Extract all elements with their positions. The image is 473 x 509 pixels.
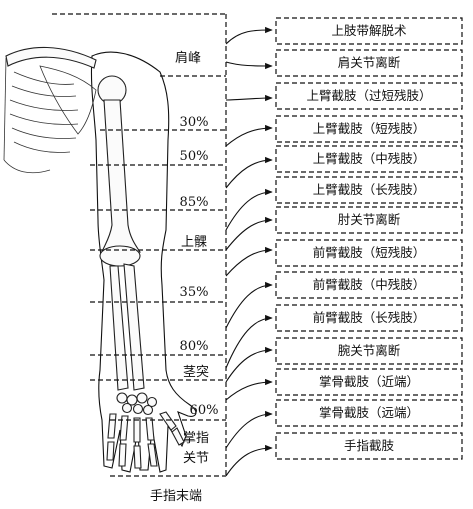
label-styloid: 茎突 <box>183 364 209 380</box>
label-epicondyle: 上髁 <box>181 235 207 250</box>
box-wrist-disarticulation: 腕关节离断 <box>338 343 401 358</box>
connectors <box>226 30 272 476</box>
arm-skeleton-illustration <box>4 47 196 472</box>
box-metacarpal-distal: 掌骨截肢（远端） <box>319 405 419 420</box>
box-forearm-long: 前臂截肢（长残肢） <box>313 310 426 325</box>
label-35pct: 35% <box>180 285 209 300</box>
label-fingertip: 手指末端 <box>150 489 202 504</box>
label-30pct: 30% <box>180 115 209 130</box>
box-forearm-medium: 前臂截肢（中残肢） <box>313 277 426 292</box>
label-mcp-line1: 掌指 <box>183 431 209 446</box>
carpal-bones <box>117 393 157 415</box>
box-upper-arm-medium: 上臂截肢（中残肢） <box>313 151 426 166</box>
box-shoulder-disarticulation: 肩关节离断 <box>338 55 401 70</box>
level-labels: 肩峰 30% 50% 85% 上髁 35% 80% 茎突 60% 掌指 关节 手… <box>150 50 218 504</box>
box-elbow-disarticulation: 肘关节离断 <box>338 212 401 227</box>
rib-cage <box>4 58 78 173</box>
elbow-joint <box>100 246 140 266</box>
box-shoulder-girdle-disarticulation: 上肢带解脱术 <box>331 23 407 38</box>
label-50pct: 50% <box>180 149 209 164</box>
level-boxes: 上肢带解脱术 肩关节离断 上臂截肢（过短残肢） 上臂截肢（短残肢） 上臂截肢（中… <box>276 18 462 459</box>
box-finger-amputation: 手指截肢 <box>344 438 395 453</box>
humerus <box>102 100 140 252</box>
label-mcp-line2: 关节 <box>183 451 209 466</box>
clavicle <box>6 47 96 68</box>
label-shoulder-peak: 肩峰 <box>175 50 201 66</box>
box-upper-arm-long: 上臂截肢（长残肢） <box>313 182 426 197</box>
label-80pct: 80% <box>180 339 209 354</box>
label-85pct: 85% <box>180 195 209 210</box>
box-upper-arm-short: 上臂截肢（短残肢） <box>313 121 426 136</box>
box-upper-arm-very-short: 上臂截肢（过短残肢） <box>306 88 431 103</box>
label-60pct: 60% <box>190 403 219 418</box>
box-forearm-short: 前臂截肢（短残肢） <box>313 245 426 260</box>
box-metacarpal-proximal: 掌骨截肢（近端） <box>319 374 419 389</box>
